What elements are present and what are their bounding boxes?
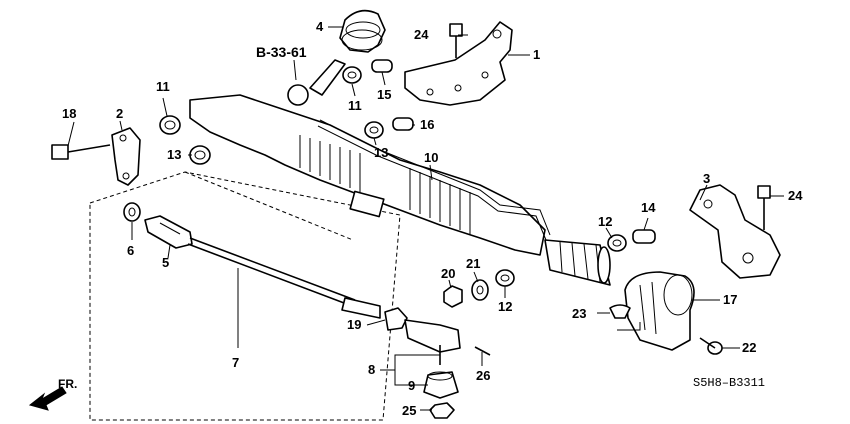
reference-label: B-33-61	[256, 44, 307, 60]
part-3-right-bracket	[689, 184, 781, 279]
part-13-bushing-center	[364, 121, 384, 139]
callout-11-upper: 11	[348, 98, 362, 113]
part-15-collar	[371, 59, 393, 73]
callout-24-right: 24	[788, 188, 803, 203]
part-22-screw	[699, 337, 723, 355]
callout-22: 22	[742, 340, 756, 355]
callout-10: 10	[424, 150, 438, 165]
callout-21: 21	[466, 256, 480, 271]
part-12-bushing-lower	[495, 269, 515, 287]
part-21-washer	[471, 279, 489, 301]
part-23-clip	[609, 304, 631, 319]
callout-17: 17	[723, 292, 737, 307]
callout-24-upper: 24	[414, 27, 429, 42]
part-8-tie-rod-end	[404, 319, 461, 365]
callout-18: 18	[62, 106, 76, 121]
callout-12-upper: 12	[598, 214, 612, 229]
part-20-nut	[443, 285, 463, 308]
part-19-nut	[384, 307, 408, 331]
part-17-cover	[624, 271, 695, 351]
part-13-bushing-left	[189, 145, 211, 165]
callout-13-center: 13	[374, 145, 388, 160]
callout-15: 15	[377, 87, 391, 102]
right-rack-boot	[544, 239, 611, 286]
callout-16: 16	[420, 117, 434, 132]
part-5-rack-end	[144, 215, 193, 249]
callout-14: 14	[641, 200, 656, 215]
callout-4: 4	[316, 19, 324, 34]
callout-20: 20	[441, 266, 455, 281]
callout-13-left: 13	[167, 147, 181, 162]
callout-12-lower: 12	[498, 299, 512, 314]
hydraulic-lines	[317, 119, 551, 241]
callout-3: 3	[703, 171, 710, 186]
callout-19: 19	[347, 317, 361, 332]
part-4-dust-seal-boot	[339, 9, 386, 53]
part-18-bolt	[51, 144, 111, 160]
part-10-steering-gearbox-housing	[189, 94, 551, 256]
part-7-tie-rod	[187, 237, 381, 319]
callout-8: 8	[368, 362, 375, 377]
gearbox-ribs	[299, 135, 471, 234]
part-2-clamp	[111, 127, 141, 186]
part-14-collar	[632, 229, 656, 244]
part-11-bushing-left	[159, 115, 181, 135]
leader-lines	[67, 26, 784, 411]
pinion-shaft	[287, 59, 346, 106]
part-1-upper-bracket	[404, 21, 513, 106]
part-24-bolt-right	[757, 185, 771, 230]
callout-9: 9	[408, 378, 415, 393]
part-12-bushing-upper	[607, 234, 627, 252]
callout-25: 25	[402, 403, 416, 418]
part-11-bushing-upper	[342, 66, 362, 84]
callout-26: 26	[476, 368, 490, 383]
callout-11-left: 11	[156, 79, 170, 94]
part-9-tie-rod-end-boot	[423, 371, 459, 399]
front-direction-arrow-icon	[28, 386, 67, 411]
part-6-washer	[123, 202, 141, 222]
callout-5: 5	[162, 255, 169, 270]
part-16-collar	[392, 117, 414, 131]
callout-23: 23	[572, 306, 586, 321]
part-25-castle-nut	[429, 402, 455, 419]
callout-6: 6	[127, 243, 134, 258]
front-direction-label: FR.	[58, 377, 77, 391]
part-26-cotter-pin	[474, 346, 491, 356]
callout-1: 1	[533, 47, 540, 62]
part-24-bolt-upper	[449, 23, 463, 58]
callout-2: 2	[116, 106, 123, 121]
callout-7: 7	[232, 355, 239, 370]
diagram-code: S5H8–B3311	[693, 376, 765, 390]
